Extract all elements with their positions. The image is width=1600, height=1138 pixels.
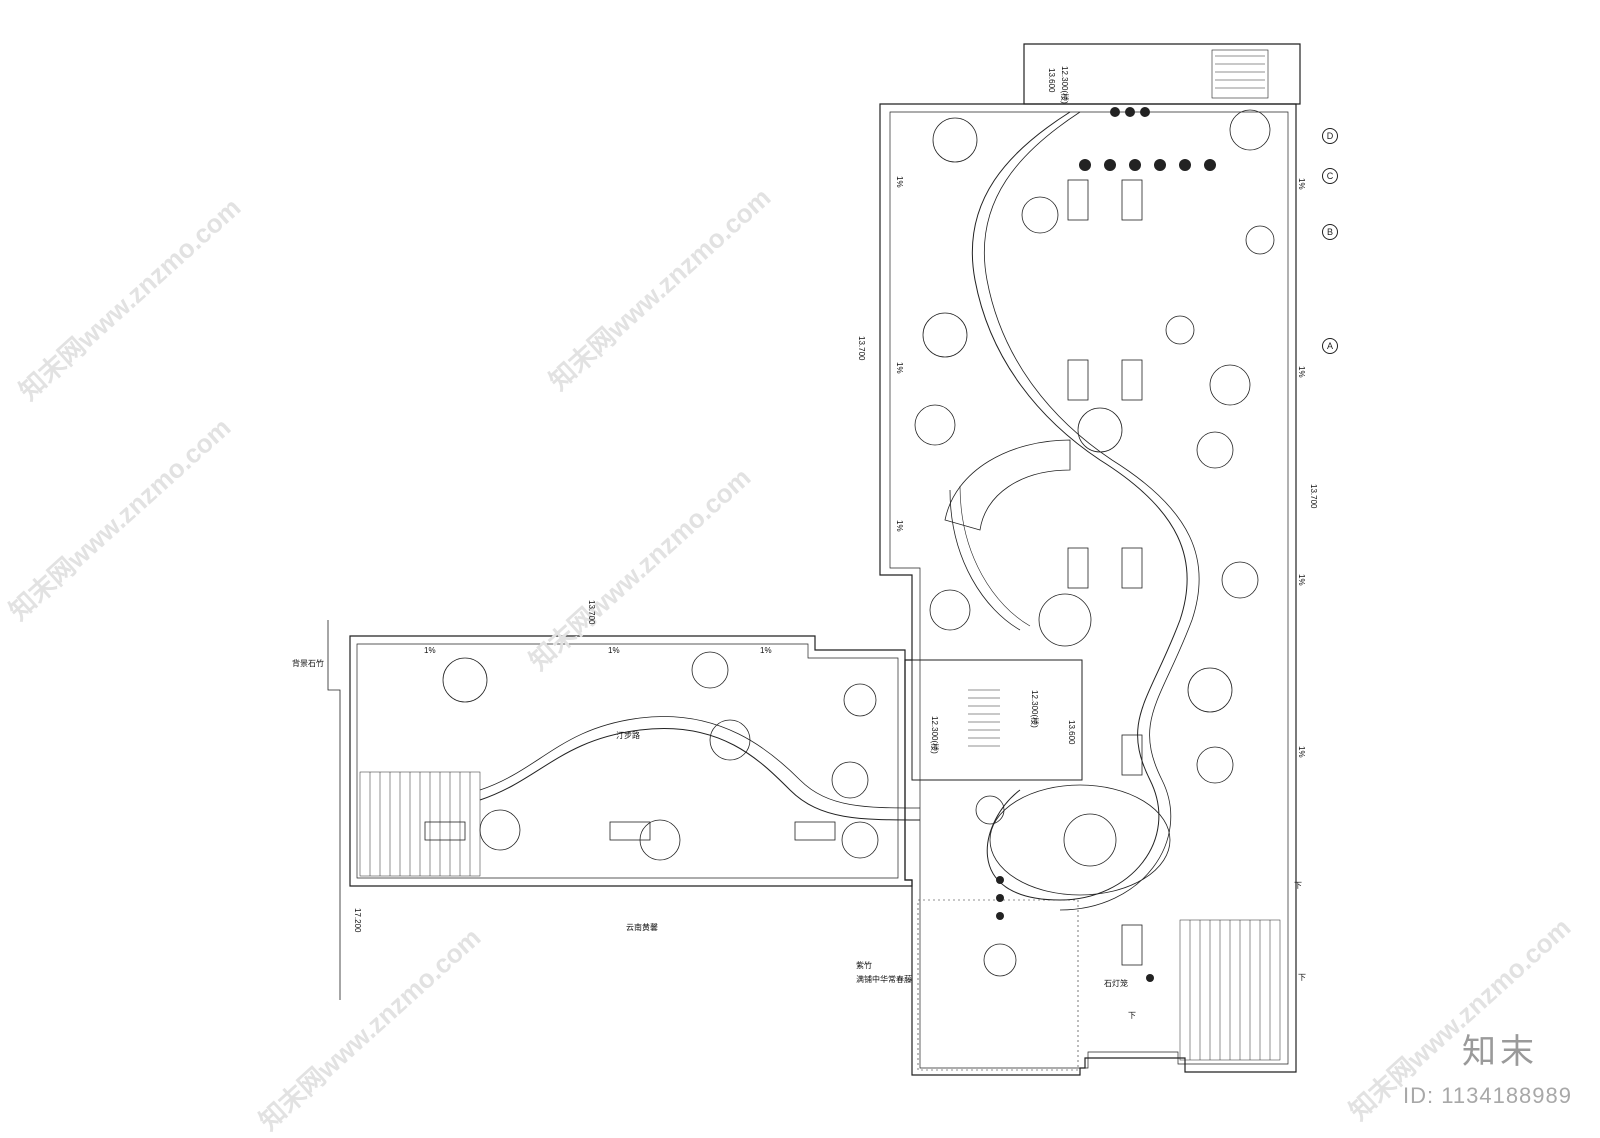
- west-path: [479, 728, 921, 821]
- annotation-bamboo: 紫竹: [856, 961, 872, 970]
- slope-label: 1%: [895, 176, 904, 188]
- level-core-1: 12.300(楼): [930, 716, 939, 754]
- slope-label: 1%: [608, 646, 620, 655]
- east-block-outline: [879, 103, 1297, 1076]
- annotation-path: 汀步路: [616, 731, 640, 740]
- grid-bubble-c: C: [1322, 168, 1338, 184]
- brand-logo: 知末: [1462, 1032, 1538, 1072]
- annotation-down: 下: [1298, 973, 1306, 982]
- grid-bubble-a: A: [1322, 338, 1338, 354]
- west-wing-inner: [356, 643, 899, 879]
- slope-label: 1%: [1297, 178, 1306, 190]
- level-wing-top: 13.700: [587, 600, 596, 625]
- west-wing-outline: [349, 635, 913, 887]
- id-label: ID: 1134188989: [1403, 1083, 1572, 1108]
- level-east: 13.700: [1309, 484, 1318, 509]
- level-wing-left: 17.200: [353, 908, 362, 933]
- arc-deck: [944, 439, 1071, 531]
- annotation-rock-bamboo: 背景石竹: [292, 659, 324, 668]
- level-core-2: 12.300(楼): [1030, 690, 1039, 728]
- tree-symbols: [442, 109, 1275, 977]
- annotation-ivy: 满铺中华常春藤: [856, 975, 912, 984]
- wood-deck-southeast: [1179, 919, 1281, 1061]
- grid-bubble-d: D: [1322, 128, 1338, 144]
- oval-lawn: [989, 784, 1171, 896]
- level-core-3: 13.600: [1067, 720, 1076, 745]
- benches: [424, 179, 1143, 966]
- slope-label: 1%: [895, 520, 904, 532]
- annotation-stone-lamp: 石灯笼: [1104, 979, 1128, 988]
- slope-label: 1%: [895, 362, 904, 374]
- shrub-dots: [996, 107, 1216, 982]
- ground-cover-area: [917, 899, 1079, 1071]
- stair-core-north: [1211, 49, 1269, 99]
- serpentine-path: [971, 111, 1188, 901]
- wood-deck-west: [359, 771, 481, 877]
- level-west: 13.700: [857, 336, 866, 361]
- slope-label: 1%: [1297, 746, 1306, 758]
- level-stair-top: 12.300(楼): [1060, 66, 1069, 104]
- annotation-down: 下: [1294, 881, 1302, 890]
- slope-label: 1%: [1297, 366, 1306, 378]
- slope-label: 1%: [424, 646, 436, 655]
- annotation-yunnan-jasmine: 云南黄馨: [626, 923, 658, 932]
- east-block-inner: [889, 111, 1289, 1069]
- annotation-down: 下: [1128, 1011, 1136, 1020]
- grid-bubble-b: B: [1322, 224, 1338, 240]
- central-stair-core: [911, 659, 1083, 781]
- north-stair-tower: [1023, 43, 1301, 105]
- level-stair-top-2: 13.600: [1047, 68, 1056, 93]
- slope-label: 1%: [760, 646, 772, 655]
- slope-label: 1%: [1297, 574, 1306, 586]
